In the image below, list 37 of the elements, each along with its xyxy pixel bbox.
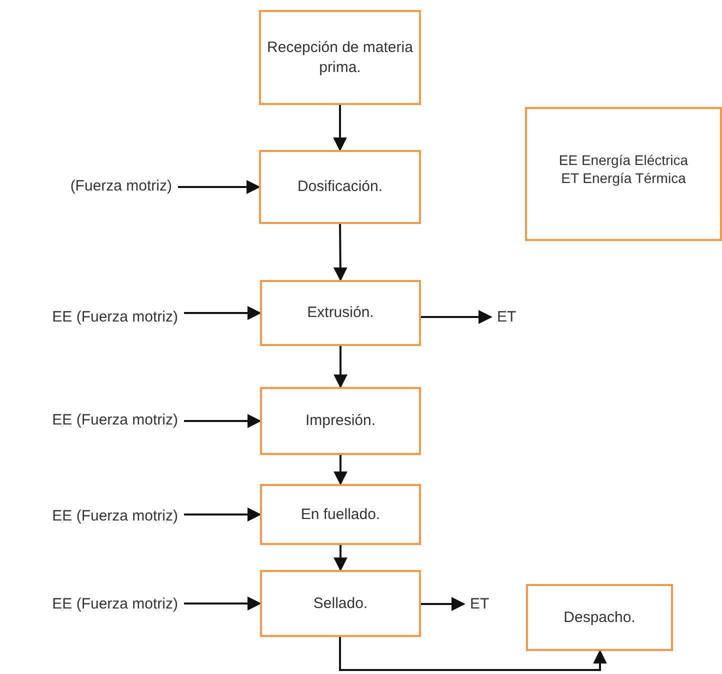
process-box bbox=[260, 484, 421, 545]
arrow bbox=[184, 596, 262, 610]
process-label: Extrusión. bbox=[307, 303, 374, 323]
arrow bbox=[333, 105, 347, 152]
input-label: ET bbox=[470, 596, 490, 612]
arrow bbox=[184, 414, 262, 428]
arrow bbox=[333, 224, 348, 282]
input-label: (Fuerza motriz) bbox=[70, 178, 172, 194]
arrow bbox=[184, 508, 262, 522]
arrow bbox=[178, 180, 260, 194]
legend-text: ET Energía Térmica bbox=[561, 169, 686, 188]
input-label: EE (Fuerza motriz) bbox=[52, 412, 178, 428]
process-label: En fuellado. bbox=[300, 504, 380, 524]
process-label: Sellado. bbox=[313, 594, 368, 614]
arrow bbox=[334, 545, 348, 572]
legend-box bbox=[525, 107, 722, 241]
input-label: EE (Fuerza motriz) bbox=[52, 508, 178, 524]
process-box bbox=[260, 570, 421, 637]
legend-text: EE Energía Eléctrica bbox=[558, 151, 688, 170]
process-label: Despacho. bbox=[564, 608, 636, 628]
arrow bbox=[339, 637, 607, 671]
process-box bbox=[259, 10, 421, 105]
arrow bbox=[334, 346, 348, 388]
arrow bbox=[334, 455, 348, 486]
process-label: Impresión. bbox=[305, 411, 376, 431]
process-box bbox=[259, 150, 421, 224]
process-label: Dosificación. bbox=[297, 177, 383, 197]
input-label: EE (Fuerza motriz) bbox=[52, 596, 178, 612]
input-label: ET bbox=[497, 308, 516, 326]
input-label: EE (Fuerza motriz) bbox=[52, 308, 178, 326]
arrow bbox=[421, 597, 466, 611]
process-box bbox=[526, 584, 673, 651]
process-box bbox=[260, 280, 421, 346]
arrow bbox=[184, 306, 262, 320]
process-box bbox=[260, 387, 421, 455]
process-label: Recepción de materia prima. bbox=[267, 38, 413, 77]
arrow bbox=[421, 310, 492, 324]
